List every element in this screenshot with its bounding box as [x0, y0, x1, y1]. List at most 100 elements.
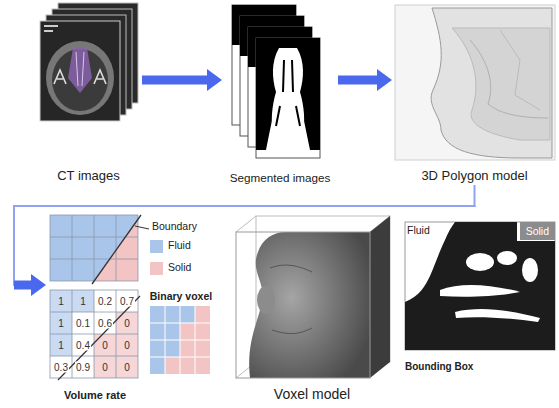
boundary-grid-part [92, 215, 141, 284]
volume-rate-grid-part [50, 334, 72, 356]
voxel-model-part [249, 232, 370, 378]
caption-text: Binary voxel [150, 290, 212, 302]
segmented-slice-stack-part [272, 48, 304, 136]
binary-voxel-grid-part [165, 357, 180, 374]
caption-text: Segmented images [230, 171, 331, 184]
caption-text: CT images [57, 169, 120, 184]
bounding-box-section-part [466, 253, 494, 271]
arrow-head [207, 69, 222, 91]
volume-rate-grid-part [116, 356, 138, 378]
volume-rate-grid-part [94, 334, 116, 356]
polygon-model [395, 5, 555, 160]
flow-arrow [142, 69, 222, 91]
table-cell-value: 1 [57, 296, 65, 307]
binary-voxel-grid [150, 306, 210, 374]
legend-swatch [150, 262, 163, 275]
voxel-model-part [270, 265, 312, 334]
table-cell-value: 0 [101, 362, 109, 373]
volume-rate-grid-part [72, 312, 94, 334]
volume-rate-grid-part [72, 334, 94, 356]
callout-label: Boundary [152, 221, 197, 233]
binary-voxel-grid-part [165, 306, 180, 323]
boundary-grid-part [50, 215, 138, 281]
ct-slice-stack-part [44, 30, 53, 32]
ct-slice-stack-part [40, 21, 120, 121]
bounding-box-section-part [455, 309, 540, 322]
ct-slice-stack-part [44, 25, 58, 27]
segmented-slice-stack-part [276, 60, 300, 126]
volume-rate-grid-part [58, 296, 140, 380]
stage-node: 3D Polygon model [392, 2, 557, 186]
binary-voxel-grid-part [180, 306, 195, 323]
binary-voxel-grid-part [180, 357, 195, 374]
caption-text: Fluid [407, 224, 430, 236]
arrow-head [31, 274, 46, 296]
table-cell-value: 1 [79, 296, 87, 307]
table-cell-value: 0.1 [75, 318, 91, 329]
caption-text: Bounding Box [405, 361, 473, 373]
binary-voxel-grid-part [165, 323, 180, 340]
segmented-slice-stack [232, 5, 320, 158]
binary-voxel-grid-part [195, 340, 210, 357]
volume-rate-grid-part [94, 312, 116, 334]
volume-rate-grid-part [50, 290, 138, 378]
binary-voxel-grid-part [195, 323, 210, 340]
table-cell-value: 0.7 [119, 296, 135, 307]
binary-voxel-grid-part [150, 357, 165, 374]
table-cell-value: 0.2 [97, 296, 113, 307]
arrow-shaft [338, 76, 377, 85]
arrow-shaft [142, 76, 207, 85]
stage-node: FluidSolidBounding Box [402, 218, 557, 376]
bounding-box-section [405, 222, 555, 350]
stage-node: CT images [35, 2, 142, 186]
boundary-grid-part [135, 226, 149, 229]
table-cell-value: 1 [57, 340, 65, 351]
volume-rate-grid [50, 290, 140, 380]
stage-node: Binary voxel [146, 288, 216, 380]
boundary-grid-part [50, 215, 138, 281]
stage-node: Volume rate [46, 210, 144, 404]
bounding-box-section-part [522, 258, 538, 282]
volume-rate-grid-part [94, 290, 116, 312]
binary-voxel-grid-part [150, 306, 210, 374]
flow-arrow [14, 186, 475, 296]
volume-rate-grid-part [50, 290, 138, 378]
volume-rate-grid-part [72, 356, 94, 378]
boundary-grid [50, 215, 149, 284]
polygon-model-part [452, 28, 550, 140]
arrow-head [377, 69, 392, 91]
binary-voxel-grid-part [150, 340, 165, 357]
volume-rate-grid-part [72, 290, 94, 312]
legend-text: Solid [168, 262, 191, 274]
ct-slice-stack-part [76, 52, 84, 86]
binary-voxel-grid-part [195, 357, 210, 374]
segmented-slice-stack-part [256, 38, 320, 150]
ct-slice-stack-part [52, 49, 108, 111]
binary-voxel-grid-part [195, 306, 210, 323]
table-cell-value: 0 [123, 362, 131, 373]
binary-voxel-grid-part [150, 323, 165, 340]
boundary-grid-part [50, 215, 138, 281]
volume-rate-grid-part [50, 290, 72, 312]
voxel-model-part [236, 216, 390, 378]
table-cell-value: 0.9 [75, 362, 91, 373]
binary-voxel-grid-part [150, 306, 165, 323]
table-cell-value: 0 [123, 318, 131, 329]
caption-text: 3D Polygon model [421, 169, 527, 184]
flow-arrow [338, 69, 392, 91]
arrow-route [474, 186, 476, 206]
binary-voxel-grid-part [180, 340, 195, 357]
volume-rate-grid-part [116, 334, 138, 356]
polygon-model-part [431, 8, 552, 158]
ct-slice-stack [40, 3, 138, 121]
voxel-model-part [257, 286, 275, 314]
legend-swatch [150, 240, 163, 253]
volume-rate-grid-part [50, 356, 72, 378]
ct-slice-stack-part [94, 70, 106, 84]
segmented-slice-stack-part [256, 38, 320, 158]
ct-slice-stack-part [68, 48, 92, 93]
bounding-box-section-part [440, 285, 520, 297]
volume-rate-grid-part [116, 312, 138, 334]
stage-node: Segmented images [222, 2, 338, 186]
caption-text: Voxel model [274, 386, 350, 402]
